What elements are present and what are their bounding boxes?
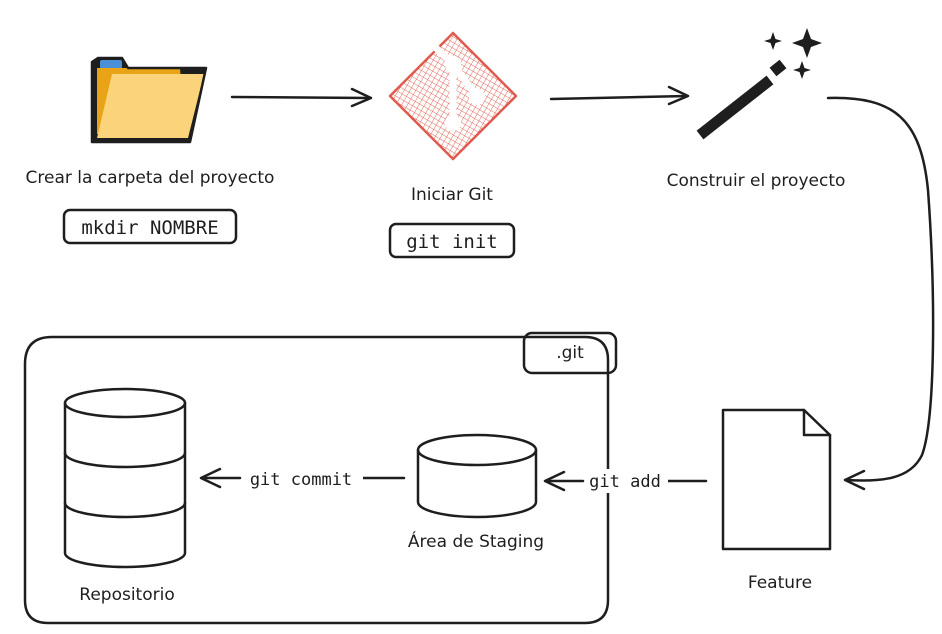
repository-label: Repositorio (79, 585, 174, 605)
mkdir-command-box: mkdir NOMBRE (62, 208, 238, 245)
arrow-git-add: git add (543, 469, 708, 493)
create-folder-label: Crear la carpeta del proyecto (26, 168, 275, 188)
arrow-git-to-build (549, 85, 690, 106)
init-git-label: Iniciar Git (411, 185, 493, 205)
feature-label: Feature (748, 573, 812, 593)
repository-database-icon (63, 387, 187, 569)
arrow-git-commit: git commit (199, 466, 406, 490)
staging-label: Área de Staging (408, 530, 544, 552)
arrow-folder-to-git (230, 87, 373, 108)
staging-database-icon (416, 433, 538, 519)
git-logo-icon (388, 31, 518, 161)
document-icon (721, 408, 832, 551)
magic-wand-icon (696, 28, 822, 140)
arrow-build-to-feature (826, 96, 935, 491)
git-commit-label: git commit (250, 470, 352, 490)
git-init-command: git init (406, 231, 498, 253)
build-label: Construir el proyecto (667, 171, 846, 191)
git-directory-tag: .git (522, 331, 618, 375)
mkdir-command: mkdir NOMBRE (81, 217, 218, 239)
git-directory-tag-label: .git (556, 343, 584, 363)
git-directory-box (23, 335, 610, 625)
folder-icon (90, 56, 208, 144)
git-init-command-box: git init (388, 222, 516, 259)
git-add-label: git add (589, 472, 661, 492)
